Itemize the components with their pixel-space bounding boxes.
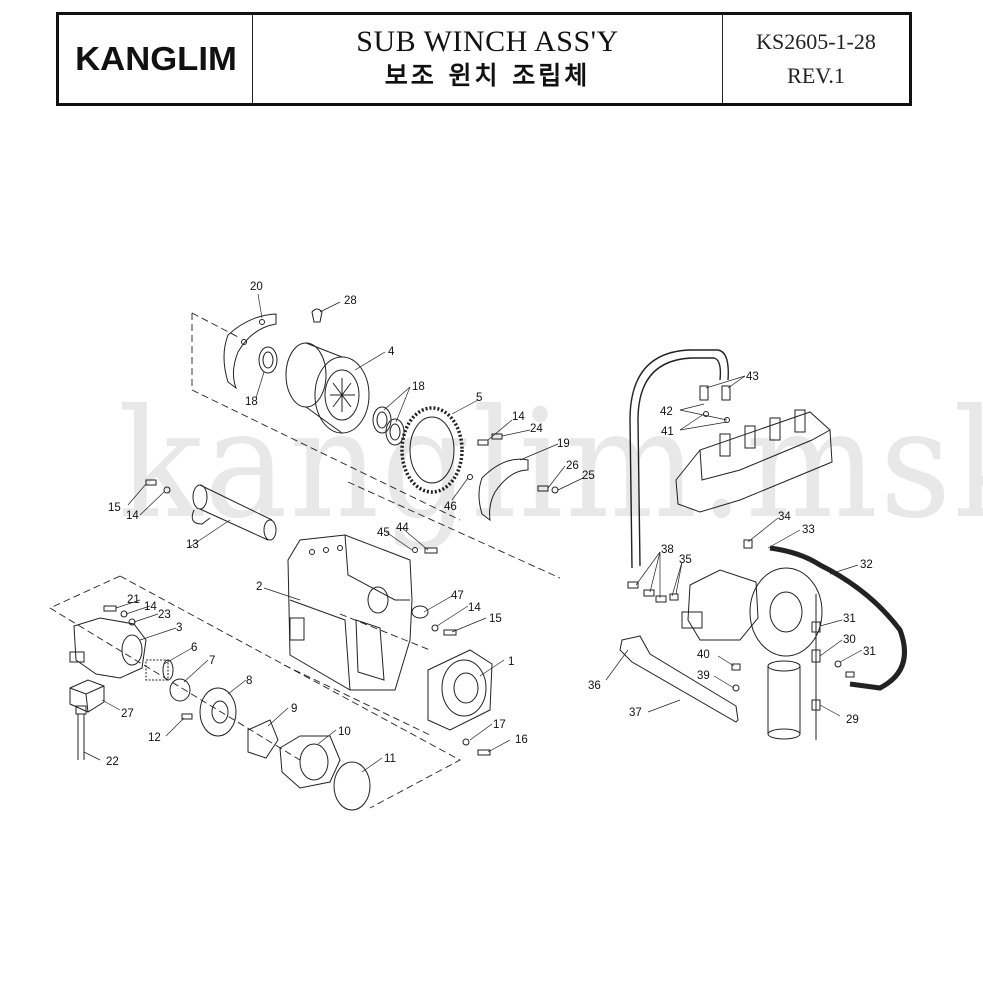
- part-9-gasket: [247, 719, 279, 759]
- part-label-3: 3: [176, 622, 182, 634]
- part-label-24: 24: [530, 423, 543, 435]
- part-18-bearing: [258, 346, 405, 446]
- part-label-35: 35: [679, 554, 692, 566]
- part-label-26: 26: [566, 460, 579, 472]
- drawing-revision: REV.1: [787, 63, 845, 88]
- part-label-45: 45: [377, 527, 390, 539]
- part-label-23: 23: [158, 609, 171, 621]
- part-label-9: 9: [291, 703, 297, 715]
- part-2-frame: [287, 534, 413, 691]
- drawing-title-korean: 보조 윈치 조립체: [384, 61, 591, 90]
- part-7-o-ring: [169, 678, 191, 702]
- part-label-34: 34: [778, 511, 791, 523]
- part-label-10: 10: [338, 726, 351, 738]
- leader-lines: [83, 293, 863, 773]
- part-label-13: 13: [186, 539, 199, 551]
- part-label-15: 15: [108, 502, 121, 514]
- part-label-31: 31: [843, 613, 856, 625]
- part-label-17: 17: [493, 719, 506, 731]
- part-label-16: 16: [515, 734, 528, 746]
- part-label-11: 11: [384, 753, 396, 765]
- part-37-pipe: [619, 635, 739, 723]
- control-valve-block: [675, 409, 833, 513]
- part-label-21: 21: [127, 594, 140, 606]
- part-11-gasket: [333, 761, 371, 811]
- part-label-18: 18: [245, 396, 258, 408]
- part-label-14: 14: [468, 602, 481, 614]
- drawing-title-english: SUB WINCH ASS'Y: [356, 25, 619, 58]
- code-cell: KS2605-1-28 REV.1: [723, 15, 909, 103]
- part-label-14: 14: [126, 510, 139, 522]
- part-label-19: 19: [557, 438, 570, 450]
- part-13-shaft: [191, 484, 277, 541]
- part-4-drum: [285, 342, 370, 434]
- part-label-14: 14: [144, 601, 157, 613]
- part-label-15: 15: [489, 613, 502, 625]
- part-label-29: 29: [846, 714, 859, 726]
- part-label-46: 46: [444, 501, 457, 513]
- title-cell: SUB WINCH ASS'Y 보조 윈치 조립체: [253, 15, 723, 103]
- small-fasteners: [103, 433, 559, 756]
- part-label-6: 6: [191, 642, 197, 654]
- part-label-18: 18: [412, 381, 425, 393]
- part-label-32: 32: [860, 559, 873, 571]
- part-label-47: 47: [451, 590, 464, 602]
- hydraulic-hoses: [629, 349, 907, 691]
- part-6-sun-gear: [145, 659, 174, 681]
- part-label-39: 39: [697, 670, 710, 682]
- part-label-25: 25: [582, 470, 595, 482]
- title-block: KANGLIM SUB WINCH ASS'Y 보조 윈치 조립체 KS2605…: [56, 12, 912, 106]
- part-label-37: 37: [629, 707, 642, 719]
- part-10-gear-housing: [279, 735, 341, 789]
- part-label-7: 7: [209, 655, 215, 667]
- part-20-flange-cover: [223, 313, 277, 390]
- part-label-43: 43: [746, 371, 759, 383]
- part-5-ring-gear: [400, 406, 464, 494]
- part-label-44: 44: [396, 522, 409, 534]
- part-label-27: 27: [121, 708, 134, 720]
- part-8-flange: [199, 687, 237, 737]
- part-label-38: 38: [661, 544, 674, 556]
- part-27-valve-block: [69, 679, 105, 713]
- part-label-4: 4: [388, 346, 395, 358]
- part-label-2: 2: [256, 581, 262, 593]
- assembly-guide-lines: [49, 312, 561, 809]
- winch-motor-assembly: [681, 567, 823, 657]
- logo-cell: KANGLIM: [59, 15, 253, 103]
- part-label-31: 31: [863, 646, 876, 658]
- part-label-42: 42: [660, 406, 673, 418]
- part-label-14: 14: [512, 411, 525, 423]
- part-1-end-cover: [427, 649, 493, 731]
- part-28-key: [311, 308, 323, 323]
- drawing-code: KS2605-1-28: [756, 29, 876, 54]
- part-label-33: 33: [802, 524, 815, 536]
- part-label-22: 22: [106, 756, 119, 768]
- part-label-20: 20: [250, 281, 263, 293]
- company-logo: KANGLIM: [74, 40, 237, 77]
- part-label-1: 1: [508, 656, 514, 668]
- part-3-hydraulic-motor: [69, 617, 147, 679]
- part-label-30: 30: [843, 634, 856, 646]
- part-label-36: 36: [588, 680, 601, 692]
- part-label-12: 12: [148, 732, 161, 744]
- part-19-cover: [478, 458, 529, 522]
- hose-fittings: [627, 385, 753, 692]
- watermark: kanglim.msk.ru: [118, 378, 983, 552]
- oil-filter: [767, 660, 801, 740]
- part-label-40: 40: [697, 649, 710, 661]
- part-label-28: 28: [344, 295, 357, 307]
- part-label-5: 5: [476, 392, 482, 404]
- part-label-8: 8: [246, 675, 252, 687]
- part-label-41: 41: [661, 426, 674, 438]
